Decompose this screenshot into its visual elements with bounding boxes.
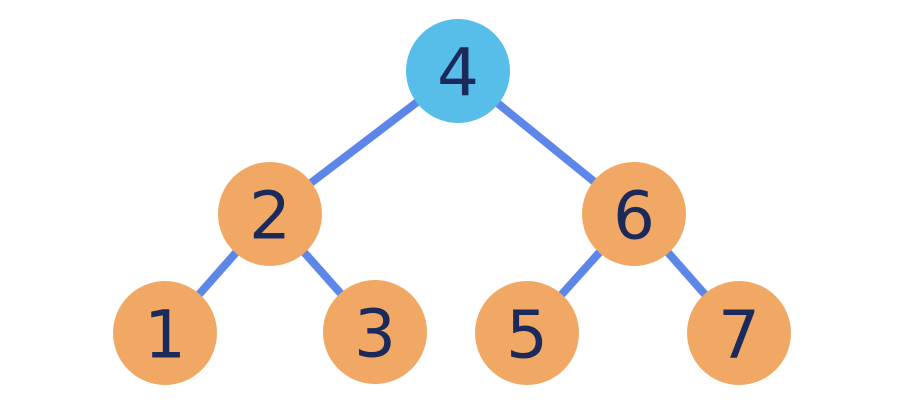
- tree-node-label-1: 1: [144, 296, 186, 373]
- tree-node-circle-4: [406, 19, 510, 123]
- tree-node-circle-7: [687, 281, 791, 385]
- tree-node-label-3: 3: [354, 295, 396, 372]
- tree-node-label-2: 2: [249, 177, 291, 254]
- tree-node-circle-3: [323, 280, 427, 384]
- tree-nodes-layer: 4 2 6 1 3 5 7: [113, 19, 791, 385]
- tree-node-6: 6: [582, 162, 686, 266]
- tree-node-circle-5: [475, 281, 579, 385]
- tree-node-label-7: 7: [718, 296, 760, 373]
- tree-node-circle-2: [218, 162, 322, 266]
- tree-node-2: 2: [218, 162, 322, 266]
- tree-node-label-6: 6: [613, 177, 655, 254]
- tree-node-circle-6: [582, 162, 686, 266]
- tree-node-1: 1: [113, 281, 217, 385]
- tree-node-circle-1: [113, 281, 217, 385]
- tree-node-4: 4: [406, 19, 510, 123]
- tree-node-5: 5: [475, 281, 579, 385]
- tree-node-label-5: 5: [506, 296, 548, 373]
- tree-node-7: 7: [687, 281, 791, 385]
- tree-node-label-4: 4: [437, 34, 479, 111]
- tree-node-3: 3: [323, 280, 427, 384]
